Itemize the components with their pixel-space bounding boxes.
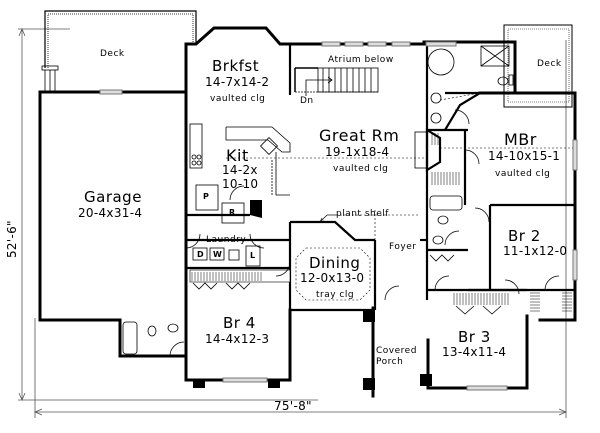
linen-closet-box [245,245,261,267]
br3-name: Br 3 [458,328,491,346]
pantry-box [195,184,219,211]
cooktop-burner-icon [191,154,197,160]
deck-left-label: Deck [100,49,125,59]
washer-box [209,247,225,261]
hall-sink-icon [432,235,444,245]
kitchen-counters [189,123,291,224]
kitchen-dims-line2: 10-10 [222,177,259,191]
linen-label: L [250,251,256,260]
arrow-down-icon [18,392,26,402]
plant-shelf-leader [319,214,338,223]
interior-walls [186,44,575,312]
br2-dims: 11-1x12-0 [503,244,568,258]
stair-direction-arrow-icon [305,79,332,96]
hall-tub-icon [429,195,463,211]
br4-bath-tub-icon [122,321,138,355]
arrow-up-icon [18,27,26,37]
porch-label-line2: Porch [376,357,404,367]
pantry-label: P [203,192,209,201]
brkfst-dims: 14-7x14-2 [205,75,270,89]
shower-box [480,45,510,67]
laundry-door-swing [185,233,201,249]
kitchen-dims-line1: 14-2x [222,163,258,177]
door-swings [169,109,560,357]
closet-bifold-doors [192,254,502,315]
toilet-icon [497,76,509,86]
great-room-dims: 19-1x18-4 [325,145,390,159]
foyer-entry-door-swing [384,285,400,301]
br3-dims: 13-4x11-4 [442,345,507,359]
stair-down-label: Dn [300,96,314,106]
refrigerator-label: R [229,208,236,217]
hall-bath-fixtures [122,195,463,355]
laundry-label: Laundry [206,235,247,245]
dining-dims: 12-0x13-0 [300,271,365,285]
deck-right-label: Deck [537,59,562,69]
hall-toilet-icon [437,215,449,225]
master-bath-fixtures [427,45,514,124]
br4-dims: 14-4x12-3 [205,332,270,346]
br4-bath-toilet-icon [147,325,157,337]
dining-name: Dining [309,254,361,272]
brkfst-note: vaulted clg [210,94,266,104]
dryer-box [192,247,208,261]
great-room-note: vaulted clg [333,164,389,174]
plant-shelf-label: plant shelf [336,209,389,219]
refrigerator-box [221,202,245,224]
dining-note: tray clg [316,290,355,300]
closet-shelves [191,133,572,312]
mbr-dims: 14-10x15-1 [488,149,561,163]
washer-label: W [213,250,222,259]
atrium-stairs [294,67,379,96]
brkfst-name: Brkfst [212,57,260,75]
left-deck [41,10,197,92]
tub-icon [427,48,455,76]
mbr-name: MBr [504,130,537,149]
porch-label-line1: Covered [376,346,417,356]
kitchen-name: Kit [226,146,249,165]
mbr-note: vaulted clg [495,169,551,179]
overall-width-label: 75'-8" [274,399,312,413]
br4-name: Br 4 [223,314,256,332]
dryer-label: D [197,250,204,259]
vanity-sink-icon [430,92,442,104]
br4-bath-sink-icon [167,323,179,333]
garage-name: Garage [84,188,142,206]
great-room-name: Great Rm [319,126,400,145]
arrow-right-icon [558,408,568,416]
sink-icon [259,136,279,156]
dimension-lines [18,27,568,418]
arrow-left-icon [33,408,43,416]
exterior-walls [38,26,577,398]
columns [193,200,432,390]
atrium-label: Atrium below [328,55,394,65]
windows [99,41,578,391]
br2-name: Br 2 [508,227,541,245]
overall-depth-label: 52'-6" [5,220,19,258]
ceiling-lines [226,92,573,301]
laundry-sink-box [228,249,240,261]
foyer-label: Foyer [389,242,417,252]
fireplace [414,128,442,172]
garage-dims: 20-4x31-4 [78,206,143,220]
